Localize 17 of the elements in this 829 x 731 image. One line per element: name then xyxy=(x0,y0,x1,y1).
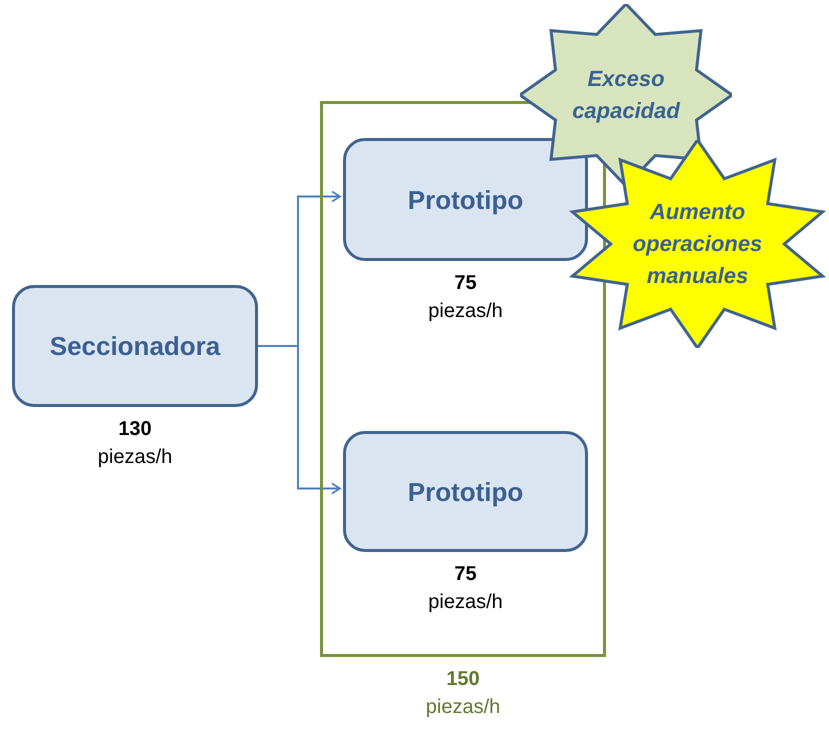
process-box xyxy=(12,285,258,407)
rate-unit: piezas/h xyxy=(428,299,503,324)
rate-unit: piezas/h xyxy=(428,590,503,615)
starburst-text: Exceso capacidad xyxy=(571,65,682,125)
rate-unit: piezas/h xyxy=(98,445,172,470)
rate-value: 75 xyxy=(454,271,477,296)
rate-unit: piezas/h xyxy=(426,695,500,720)
process-box xyxy=(343,431,588,552)
process-label: Prototipo xyxy=(408,184,524,216)
process-label: Prototipo xyxy=(408,476,524,508)
rate-value: 150 xyxy=(446,667,480,692)
arrow xyxy=(258,345,341,494)
starburst-text: Aumento operaciones manuales xyxy=(632,198,764,290)
process-box xyxy=(343,138,588,261)
process-label: Seccionadora xyxy=(50,330,220,363)
rate-value: 130 xyxy=(118,417,152,442)
rate-value: 75 xyxy=(454,562,477,587)
